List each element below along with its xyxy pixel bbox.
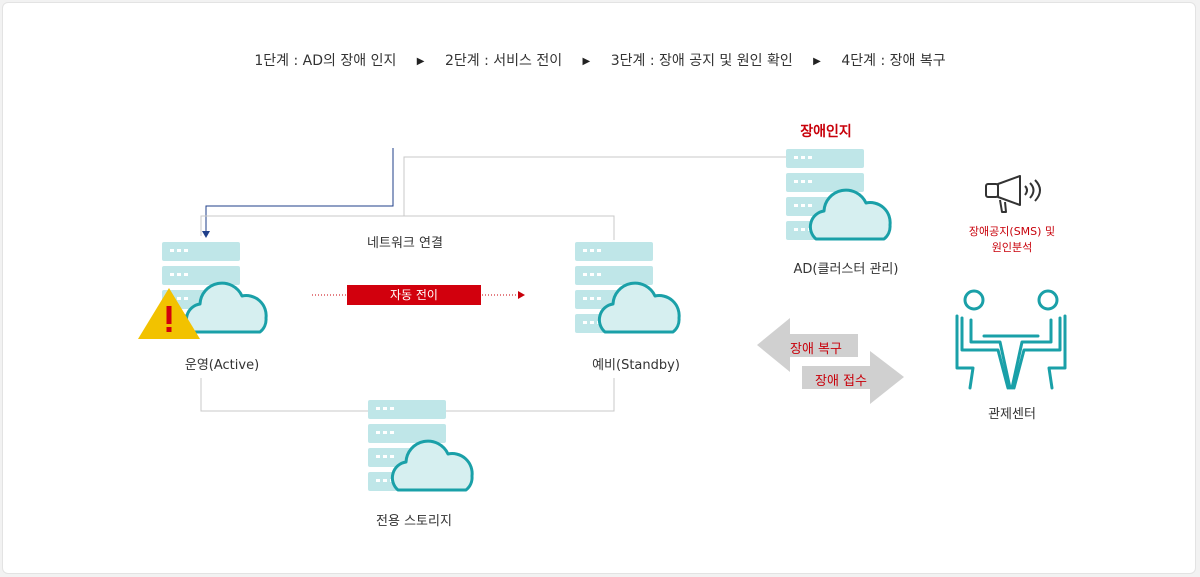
step-arrow-icon: ▶ xyxy=(582,56,591,67)
fault-detect-label: 장애인지 xyxy=(800,124,852,140)
notice-label: 장애공지(SMS) 및 xyxy=(968,225,1056,238)
ad-server-label: AD(클러스터 관리) xyxy=(793,262,899,277)
step-arrow-icon: ▶ xyxy=(813,56,821,67)
storage-server-icon xyxy=(366,398,474,493)
blue-connector-arrowhead xyxy=(202,231,210,238)
control-center-operators-icon xyxy=(955,289,1067,390)
standby-server-icon xyxy=(573,240,681,335)
ad-server-icon xyxy=(784,147,892,242)
network-standby-line xyxy=(404,215,615,240)
failover-arrowhead xyxy=(518,291,525,299)
warning-icon xyxy=(138,288,200,339)
storage-label: 전용 스토리지 xyxy=(376,514,452,529)
receipt-arrow xyxy=(802,351,904,404)
step-4: 4단계 : 장애 복구 xyxy=(841,53,946,69)
control-center-label: 관제센터 xyxy=(988,407,1036,422)
receipt-label: 장애 접수 xyxy=(815,374,867,389)
blue-connector xyxy=(205,148,394,234)
step-header: 1단계 : AD의 장애 인지 ▶ 2단계 : 서비스 전이 ▶ 3단계 : 장… xyxy=(0,50,1200,70)
recovery-label: 장애 복구 xyxy=(790,342,842,357)
megaphone-icon xyxy=(985,175,1041,213)
notice-label-line2: 원인분석 xyxy=(991,241,1033,254)
auto-failover-badge: 자동 전이 xyxy=(347,285,481,305)
recovery-arrow xyxy=(757,318,858,372)
step-2: 2단계 : 서비스 전이 xyxy=(444,53,563,69)
step-arrow-icon: ▶ xyxy=(416,56,425,67)
step-1: 1단계 : AD의 장애 인지 xyxy=(254,53,397,69)
step-3: 3단계 : 장애 공지 및 원인 확인 xyxy=(610,53,793,69)
network-label: 네트워크 연결 xyxy=(367,236,443,251)
active-label: 운영(Active) xyxy=(184,358,260,373)
standby-label: 예비(Standby) xyxy=(592,358,680,373)
